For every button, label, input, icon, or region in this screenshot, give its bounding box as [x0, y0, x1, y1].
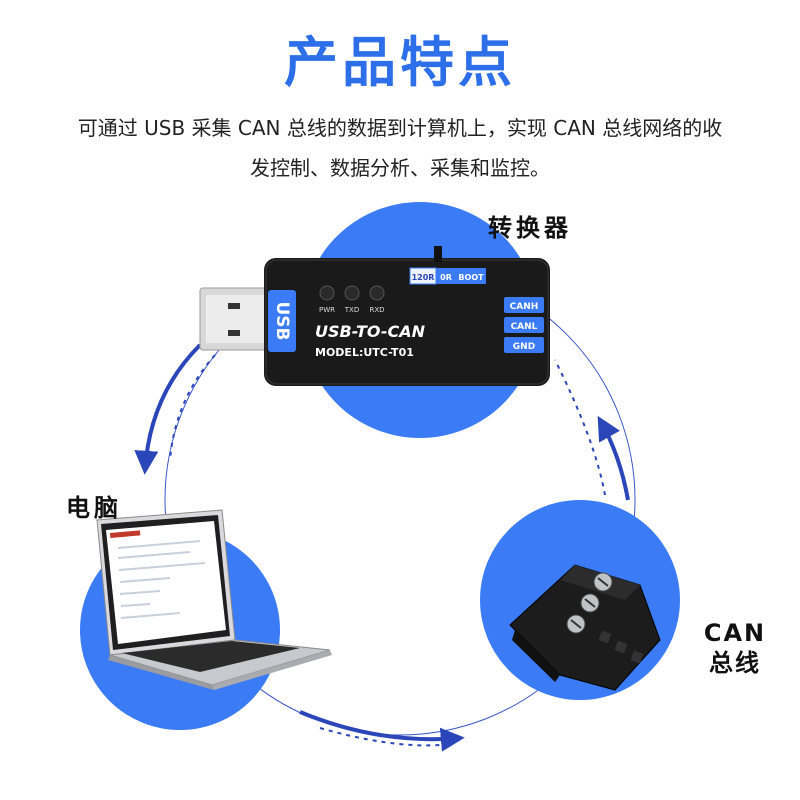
canbus-label-line-1: CAN: [703, 619, 767, 647]
arrow-canbus-to-converter: [597, 415, 630, 501]
canbus-label: CAN 总线: [700, 618, 770, 678]
rxd-led: [369, 285, 385, 301]
wire-entry: [630, 650, 644, 664]
dashed-arrow-right: [554, 359, 606, 496]
device-body: [264, 258, 550, 386]
usb-pin-hole: [228, 303, 240, 309]
pwr-led: [319, 285, 335, 301]
wire-entry: [614, 640, 628, 654]
description-line-1: 可通过 USB 采集 CAN 总线的数据到计算机上，实现 CAN 总线网络的收: [77, 116, 723, 140]
wire-entry: [598, 630, 612, 644]
usb-to-can-converter: USB PWR TXD RXD USB-TO-CAN MODEL:UTC-T01…: [199, 246, 550, 386]
usb-pin-hole: [228, 330, 240, 336]
terminal-badge-gnd: [504, 337, 544, 353]
flow-arrows: [134, 343, 630, 752]
model-number: MODEL:UTC-T01: [315, 346, 414, 359]
switch-option-0r: 0R: [440, 273, 452, 282]
canbus-label-line-2: 总线: [709, 649, 761, 677]
arrow-computer-to-canbus: [299, 710, 465, 752]
terminal-badge-canh: [504, 297, 544, 313]
terminal-label-gnd: GND: [513, 342, 535, 352]
description: 可通过 USB 采集 CAN 总线的数据到计算机上，实现 CAN 总线网络的收 …: [60, 108, 740, 188]
description-line-2: 发控制、数据分析、采集和监控。: [250, 156, 550, 180]
laptop-keyboard: [122, 641, 300, 672]
usb-tab-label: USB: [272, 301, 292, 340]
can-terminal-connector: [509, 564, 661, 691]
computer-label: 电脑: [66, 494, 122, 522]
txd-led: [344, 285, 360, 301]
usb-tab: [268, 290, 296, 352]
terminal-badge-canl: [504, 317, 544, 333]
laptop-image: [96, 509, 332, 690]
terminal-label-canh: CANH: [510, 302, 539, 312]
converter-label: 转换器: [488, 214, 572, 242]
page-title: 产品特点: [284, 31, 516, 94]
terminal-label-canl: CANL: [511, 322, 538, 332]
screen-content-lines: [117, 540, 206, 619]
led-label-pwr: PWR: [319, 306, 335, 314]
dashed-arrow-bottom: [319, 727, 441, 747]
led-label-txd: TXD: [344, 306, 359, 314]
switch-option-boot: BOOT: [458, 273, 484, 282]
led-label-rxd: RXD: [369, 306, 384, 314]
dashed-arrow-left: [169, 354, 216, 461]
laptop-screen: [106, 521, 226, 644]
arrow-converter-to-computer: [134, 343, 202, 475]
switch-option-120r: 120R: [412, 273, 435, 282]
dip-switch-lever: [434, 246, 442, 262]
product-name: USB-TO-CAN: [315, 322, 426, 341]
